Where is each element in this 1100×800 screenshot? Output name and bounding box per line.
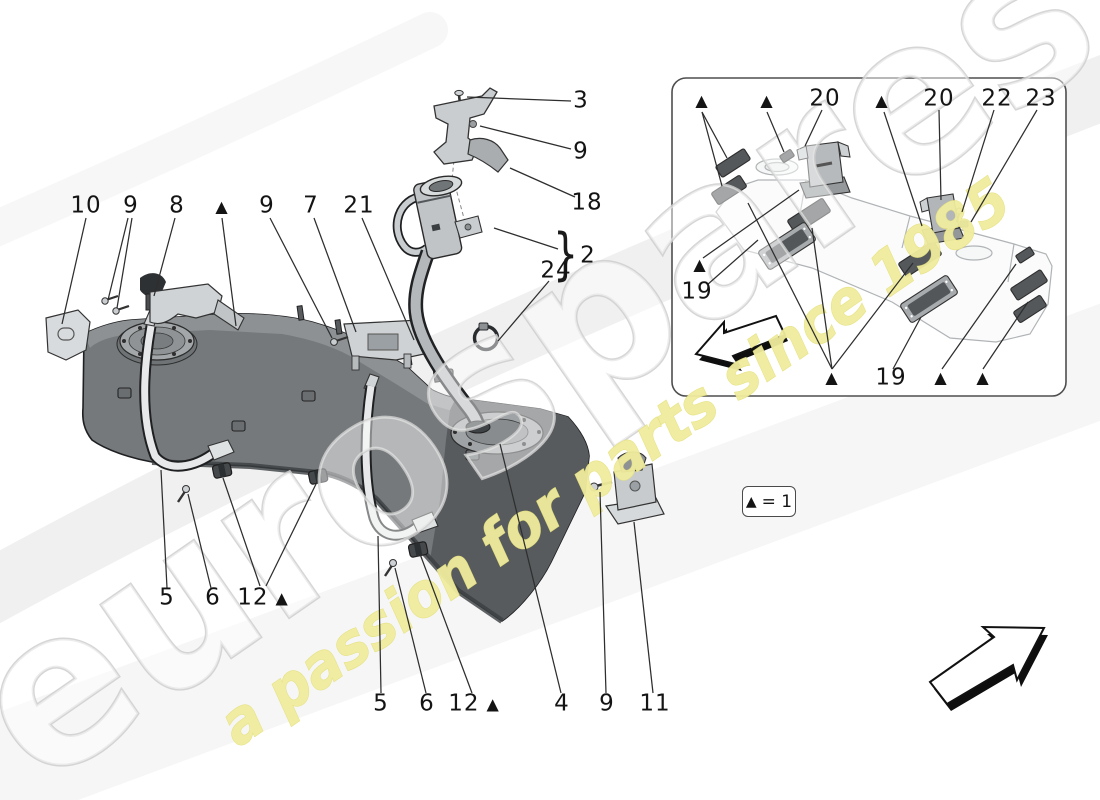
callout-main-7-5[interactable]: 7 <box>303 192 319 219</box>
callout-main-8-2[interactable]: 8 <box>169 192 185 219</box>
triangle-icon: ▲ <box>275 588 289 608</box>
inset-plate-19-left <box>758 222 816 270</box>
tank-strap-left <box>139 309 235 472</box>
callout-main-24-12[interactable]: 24 <box>540 257 572 284</box>
callout-main-9-4[interactable]: 9 <box>259 192 275 219</box>
callout-main-6-17[interactable]: 6 <box>419 690 435 717</box>
callout-inset-20-2[interactable]: 20 <box>809 85 841 112</box>
callout-inset-triangle-7: ▲ <box>693 255 707 274</box>
callout-main-5-13[interactable]: 5 <box>159 584 175 611</box>
inset-bracket-20-left <box>796 141 851 199</box>
callout-inset-triangle-3: ▲ <box>875 91 889 110</box>
fuel-pump-flange-left <box>116 321 198 366</box>
screw-9-right <box>589 480 613 492</box>
strap-screw-left <box>177 485 190 503</box>
callout-main-5-16[interactable]: 5 <box>373 690 389 717</box>
callout-main-9-1[interactable]: 9 <box>123 192 139 219</box>
callout-inset-22-5[interactable]: 22 <box>981 85 1013 112</box>
callout-inset-triangle-0: ▲ <box>695 91 709 110</box>
callout-inset-19-8[interactable]: 19 <box>681 278 713 305</box>
bracket-7-21 <box>330 319 429 371</box>
bracket-10 <box>45 309 91 361</box>
bracket-8 <box>140 273 245 331</box>
callout-main-9-8[interactable]: 9 <box>573 138 589 165</box>
legend-box: ▲ = 1 <box>742 486 796 517</box>
callout-main-triangle-3: ▲ <box>215 197 229 216</box>
triangle-icon: ▲ <box>486 694 500 714</box>
callout-main-21-6[interactable]: 21 <box>343 192 375 219</box>
callout-main-12-18[interactable]: 12▲ <box>448 690 500 717</box>
callout-inset-19-10[interactable]: 19 <box>875 364 907 391</box>
screws-9-left <box>101 294 130 315</box>
inset-direction-arrow[interactable] <box>694 314 788 371</box>
inset-bracket-20-right <box>919 193 969 245</box>
inset-panel <box>671 77 1067 397</box>
fuel-tank-body <box>81 305 590 624</box>
callout-main-10-0[interactable]: 10 <box>70 192 102 219</box>
bracket-11 <box>589 451 665 525</box>
callout-main-2-11[interactable]: 2 <box>580 242 596 269</box>
callout-inset-triangle-12: ▲ <box>976 368 990 387</box>
next-page-arrow[interactable] <box>928 625 1048 711</box>
callout-main-brace-10: } <box>553 221 579 287</box>
filler-neck <box>413 178 463 260</box>
callout-main-6-14[interactable]: 6 <box>205 584 221 611</box>
tank-strap-right <box>360 373 439 541</box>
filler-pipe-assembly <box>392 87 509 434</box>
callout-main-4-19[interactable]: 4 <box>554 690 570 717</box>
callout-main-11-21[interactable]: 11 <box>639 690 671 717</box>
strap-mount-clips <box>177 462 429 577</box>
legend-text: = 1 <box>761 491 793 512</box>
callout-main-3-7[interactable]: 3 <box>573 87 589 114</box>
callout-inset-triangle-9: ▲ <box>825 368 839 387</box>
bracket-arm-18 <box>467 137 509 173</box>
callout-inset-20-4[interactable]: 20 <box>923 85 955 112</box>
hose-clamp-24 <box>472 322 500 352</box>
legend-triangle-icon: ▲ <box>745 493 757 510</box>
leader-lines <box>61 96 1038 694</box>
callout-main-12-15[interactable]: 12▲ <box>237 584 289 611</box>
callout-inset-23-6[interactable]: 23 <box>1025 85 1057 112</box>
callout-main-9-20[interactable]: 9 <box>599 690 615 717</box>
inset-plate-19-right <box>900 275 958 323</box>
strap-screw-right <box>384 559 397 577</box>
callout-inset-triangle-1: ▲ <box>760 91 774 110</box>
callout-main-18-9[interactable]: 18 <box>571 189 603 216</box>
callout-inset-triangle-11: ▲ <box>934 368 948 387</box>
